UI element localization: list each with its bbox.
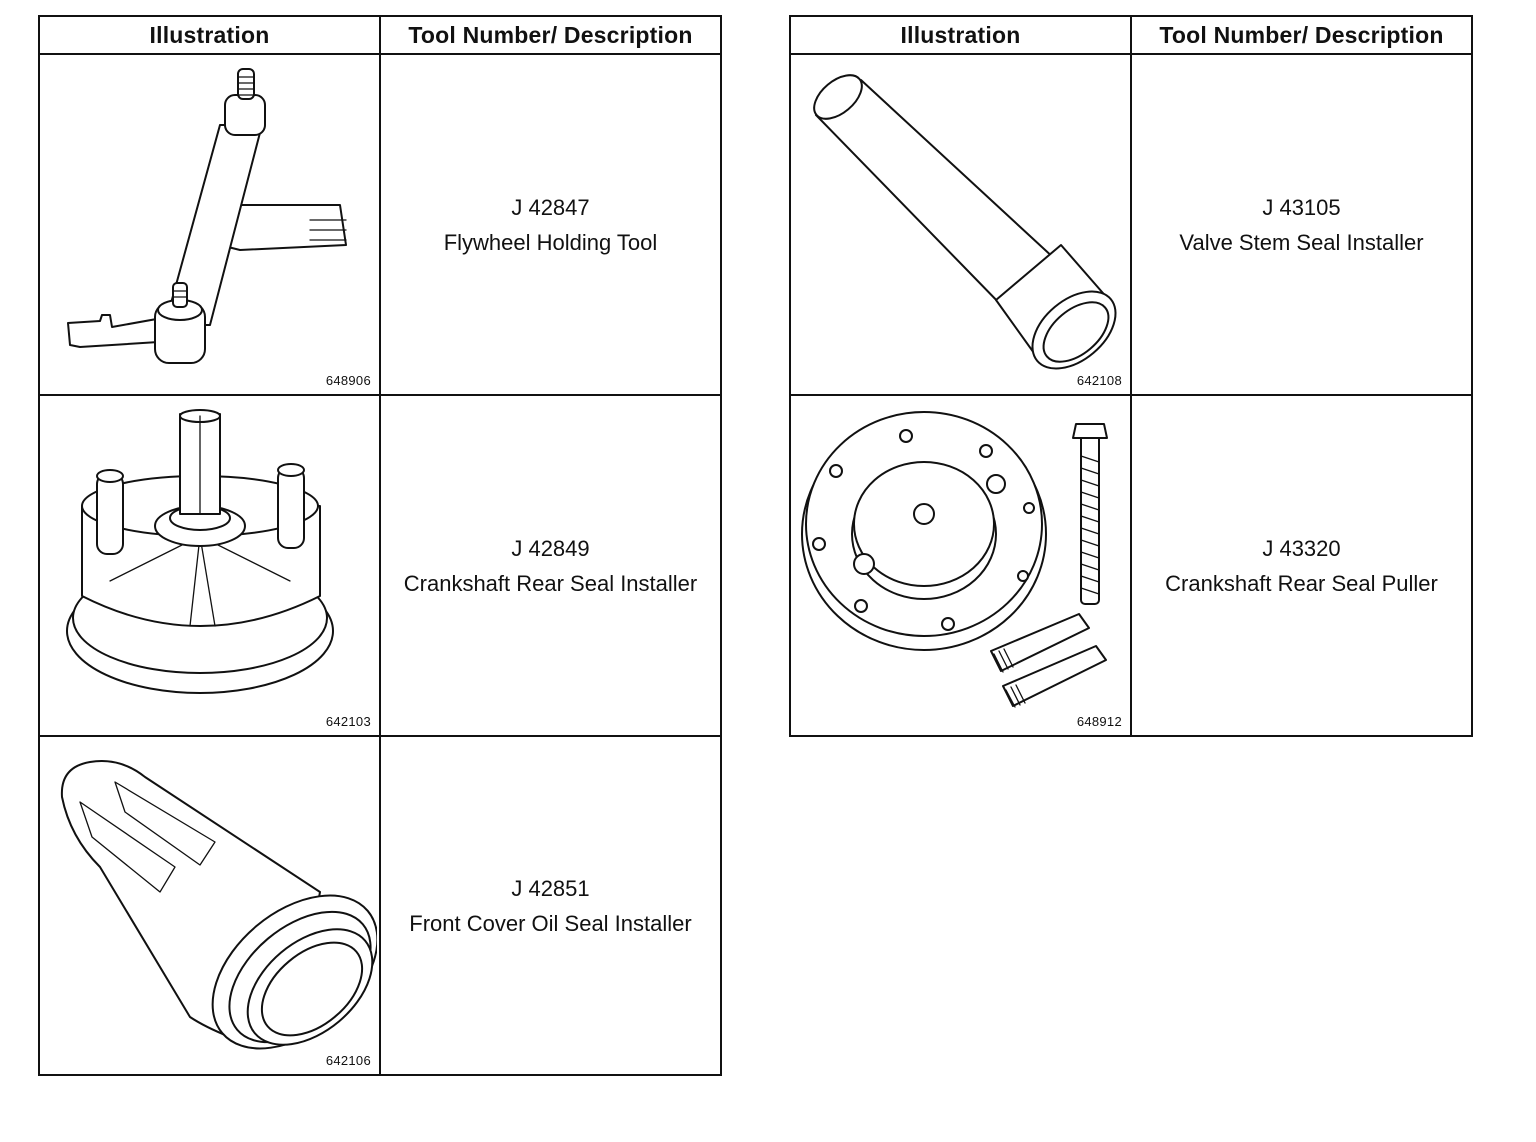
- tool-description-cell: J 43105 Valve Stem Seal Installer: [1130, 53, 1473, 396]
- front-cover-oil-seal-installer-icon: [60, 760, 377, 1050]
- figure-id: 648912: [1076, 714, 1122, 729]
- table-row: 642108 J 43105 Valve Stem Seal Installer: [789, 53, 1473, 396]
- tool-number: J 42849: [511, 535, 590, 561]
- table-row: 648906 J 42847 Flywheel Holding Tool: [38, 53, 722, 396]
- table-row: 642103 J 42849 Crankshaft Rear Seal Inst…: [38, 394, 722, 737]
- tool-number: J 43320: [1262, 535, 1341, 561]
- illustration-cell: 642103: [38, 394, 381, 737]
- valve-stem-seal-installer-icon: [813, 74, 1117, 370]
- illustration-cell: 642108: [789, 53, 1132, 396]
- flywheel-holding-tool-icon: [67, 68, 347, 364]
- crankshaft-rear-seal-installer-icon: [66, 409, 334, 694]
- tool-description-header: Tool Number/ Description: [1130, 15, 1473, 55]
- illustration-header: Illustration: [38, 15, 381, 55]
- tool-description-cell: J 42849 Crankshaft Rear Seal Installer: [379, 394, 722, 737]
- illustration-header: Illustration: [789, 15, 1132, 55]
- table-header-row: Illustration Tool Number/ Description: [789, 15, 1473, 55]
- tool-description: Front Cover Oil Seal Installer: [409, 910, 692, 936]
- figure-id: 642108: [1076, 373, 1122, 388]
- tool-description: Valve Stem Seal Installer: [1179, 229, 1424, 255]
- special-tools-table-left: Illustration Tool Number/ Description: [38, 15, 722, 1076]
- figure-id: 648906: [325, 373, 371, 388]
- figure-id: 642106: [325, 1053, 371, 1068]
- table-header-row: Illustration Tool Number/ Description: [38, 15, 722, 55]
- crankshaft-rear-seal-puller-icon: [801, 411, 1108, 708]
- tool-description: Crankshaft Rear Seal Puller: [1165, 570, 1438, 596]
- tool-description: Flywheel Holding Tool: [443, 229, 658, 255]
- illustration-cell: 648912: [789, 394, 1132, 737]
- tool-description-cell: J 42851 Front Cover Oil Seal Installer: [379, 735, 722, 1076]
- illustration-cell: 642106: [38, 735, 381, 1076]
- tool-description-cell: J 42847 Flywheel Holding Tool: [379, 53, 722, 396]
- table-row: 648912 J 43320 Crankshaft Rear Seal Pull…: [789, 394, 1473, 737]
- table-row: 642106 J 42851 Front Cover Oil Seal Inst…: [38, 735, 722, 1076]
- illustration-cell: 648906: [38, 53, 381, 396]
- figure-id: 642103: [325, 714, 371, 729]
- tool-description-header: Tool Number/ Description: [379, 15, 722, 55]
- tool-description: Crankshaft Rear Seal Installer: [403, 570, 698, 596]
- tool-number: J 42851: [511, 875, 590, 901]
- special-tools-table-right: Illustration Tool Number/ Description 64…: [789, 15, 1473, 737]
- tool-description-cell: J 43320 Crankshaft Rear Seal Puller: [1130, 394, 1473, 737]
- tool-number: J 43105: [1262, 194, 1341, 220]
- tool-number: J 42847: [511, 194, 590, 220]
